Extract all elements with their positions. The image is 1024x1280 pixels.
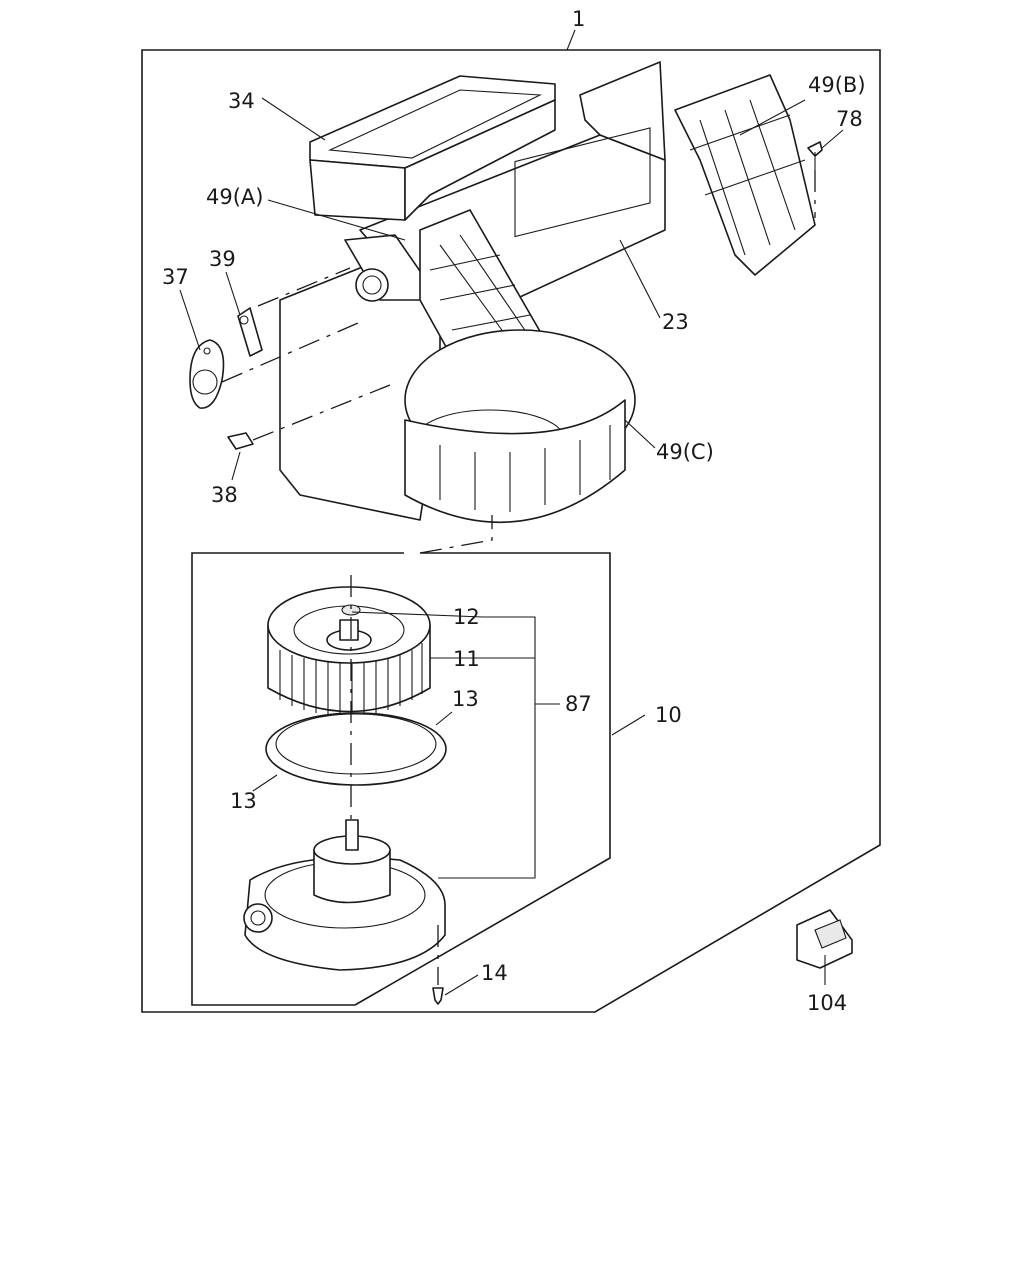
callout-38: 38: [211, 483, 238, 507]
explode-line-fan-to-housing: [419, 515, 493, 554]
callout-49c: 49(C): [656, 440, 714, 464]
callout-14: 14: [481, 961, 508, 985]
resistor-104: [796, 909, 853, 969]
part-37-link: [189, 339, 225, 409]
callout-39: 39: [209, 247, 236, 271]
callout-labels: 1 34 49(B) 78 49(A) 39 37 23 49(C) 38 12…: [162, 7, 866, 1015]
callout-1: 1: [572, 7, 585, 31]
explode-line-39: [257, 267, 351, 307]
part-78-screw: [807, 141, 823, 170]
part-39-clip: [237, 307, 263, 357]
callout-11: 11: [453, 647, 480, 671]
callout-78: 78: [836, 107, 863, 131]
callout-37: 37: [162, 265, 189, 289]
part-38-clip: [227, 432, 254, 450]
callout-34: 34: [228, 89, 255, 113]
callout-13-lower: 13: [230, 789, 257, 813]
explode-line-37: [221, 319, 366, 383]
callout-104: 104: [807, 991, 847, 1015]
explode-line-38: [252, 384, 391, 441]
blower-motor-87: [243, 819, 446, 971]
callout-13-upper: 13: [452, 687, 479, 711]
upper-housing-23: [279, 61, 816, 524]
assembly-outline-1: [141, 49, 881, 1013]
assembly-outline-10: [191, 552, 611, 1006]
callout-10: 10: [655, 703, 682, 727]
callout-87: 87: [565, 692, 592, 716]
callout-12: 12: [453, 605, 480, 629]
gasket-ring-13: [265, 712, 447, 786]
part-14-screw: [432, 925, 444, 1005]
callout-49a: 49(A): [206, 185, 263, 209]
blower-fan-11: [267, 586, 431, 715]
leader-lines: [179, 29, 844, 996]
callout-49b: 49(B): [808, 73, 866, 97]
callout-23: 23: [662, 310, 689, 334]
